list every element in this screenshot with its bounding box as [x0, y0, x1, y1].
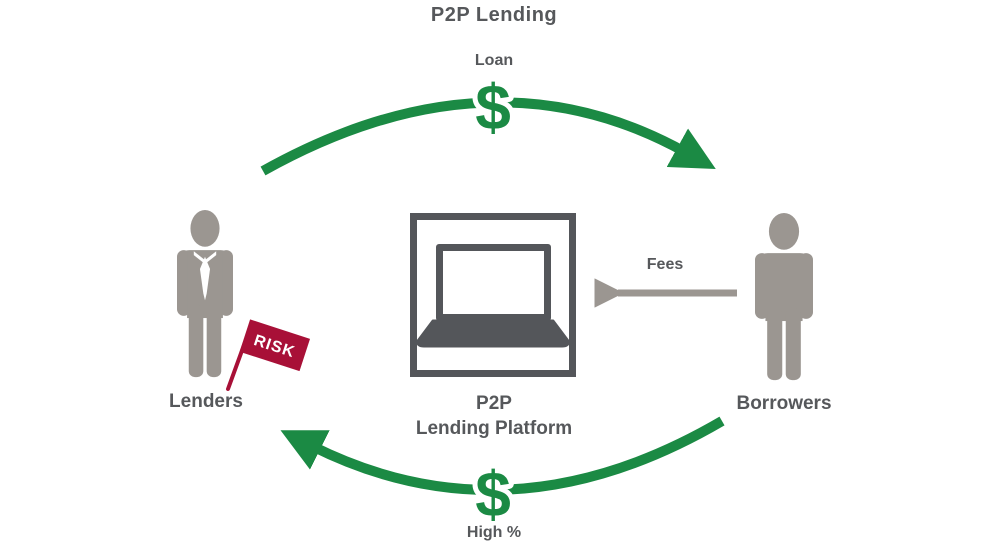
loan-dollar-icon: $ — [475, 71, 511, 143]
lender-tie — [199, 256, 211, 301]
interest-arrow — [280, 416, 725, 495]
lender-left-leg — [188, 304, 204, 378]
platform-frame — [410, 213, 576, 377]
platform-box — [410, 213, 576, 377]
fees-label: Fees — [646, 256, 684, 273]
lender-figure — [177, 210, 233, 378]
borrower-right-arm — [799, 253, 813, 319]
loan-label: Loan — [474, 52, 514, 69]
diagram-title: P2P Lending — [430, 4, 558, 26]
borrowers-label: Borrowers — [736, 393, 832, 414]
platform-label-line1: P2P — [476, 393, 512, 414]
lenders-label: Lenders — [169, 391, 243, 412]
laptop-icon — [416, 244, 570, 348]
interest-label: High % — [466, 524, 522, 541]
borrower-figure — [755, 213, 813, 381]
laptop-base — [416, 319, 570, 348]
borrower-head — [768, 213, 800, 250]
borrower-right-leg — [785, 307, 801, 381]
platform-label-line2: Lending Platform — [415, 418, 573, 439]
borrower-left-arm — [755, 253, 769, 319]
loan-arrow — [260, 97, 716, 176]
risk-flag: RISK — [226, 319, 311, 391]
lender-collar-right — [205, 251, 217, 265]
lender-right-leg — [206, 304, 222, 378]
laptop-screen — [443, 251, 544, 314]
risk-flag-banner — [239, 319, 311, 372]
lender-head — [190, 210, 220, 247]
platform-label: P2P Lending Platform — [416, 391, 572, 441]
lender-collar-left — [193, 251, 205, 265]
borrower-left-leg — [767, 307, 783, 381]
interest-dollar-icon: $ — [475, 458, 511, 530]
